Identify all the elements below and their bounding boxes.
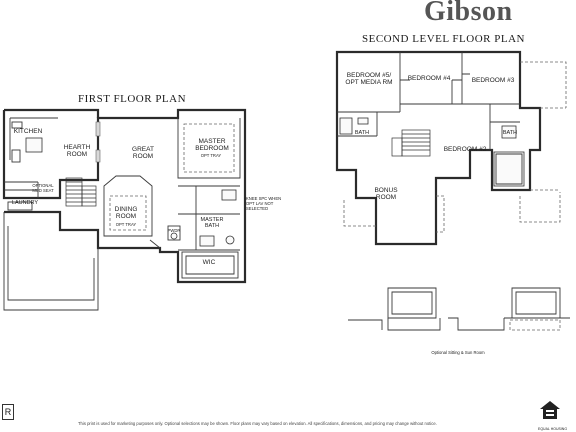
- plan-name-title: Gibson: [424, 0, 513, 27]
- room-note-master-tray: OPT TRAY: [200, 153, 222, 158]
- room-label-bath-right: BATH: [502, 130, 518, 136]
- optional-sun-room-plans: [348, 287, 570, 331]
- room-label-hearth: HEARTH ROOM: [63, 144, 91, 158]
- equal-housing-logo: EQUAL HOUSING: [538, 398, 568, 431]
- room-label-bedroom-5: BEDROOM #5/ OPT MEDIA RM: [345, 72, 393, 86]
- room-label-bonus: BONUS ROOM: [374, 187, 398, 201]
- equal-housing-icon: [540, 401, 560, 419]
- room-label-great: GREAT ROOM: [132, 146, 154, 160]
- room-label-bedroom-4: BEDROOM #4: [407, 75, 451, 82]
- second-floor-title: SECOND LEVEL FLOOR PLAN: [362, 33, 525, 45]
- second-floor-plan: [335, 50, 567, 246]
- room-label-bedroom-3: BEDROOM #3: [471, 77, 515, 84]
- room-label-dining: DINING ROOM: [114, 206, 138, 220]
- equal-housing-text: EQUAL HOUSING: [538, 427, 568, 431]
- room-label-bedroom-2: BEDROOM #2: [443, 146, 487, 153]
- optional-room-caption: Optional Sitting & Sun Room: [431, 350, 485, 355]
- left-logo-mark: R: [2, 404, 14, 420]
- first-floor-title: FIRST FLOOR PLAN: [78, 93, 187, 105]
- disclaimer-text: This print is used for marketing purpose…: [78, 421, 437, 426]
- left-logo-text: R: [4, 407, 12, 417]
- room-label-master-bath: MASTER BATH: [200, 217, 224, 229]
- room-label-laundry: LAUNDRY: [11, 200, 39, 206]
- room-note-dining-tray: OPT TRAY: [115, 222, 137, 227]
- room-label-wic: WIC: [202, 259, 216, 266]
- first-floor-plan: [2, 108, 247, 311]
- room-label-master-bedroom: MASTER BEDROOM: [195, 138, 229, 152]
- knee-space-note: KNEE SPC WHEN OPT LAV NOT SELECTED: [246, 196, 282, 211]
- room-label-kitchen: KITCHEN: [13, 128, 43, 135]
- room-label-mud-seat: OPTIONAL MUD SEAT: [32, 183, 54, 193]
- room-label-pwdr: PWDR: [167, 228, 181, 233]
- room-label-bath-left: BATH: [354, 130, 370, 136]
